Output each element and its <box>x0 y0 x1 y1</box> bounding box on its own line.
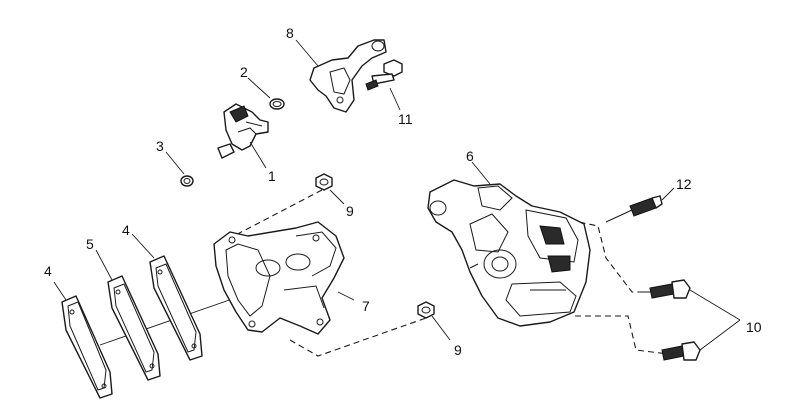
mounting-bolt <box>365 59 403 91</box>
gasket-inner <box>149 255 203 361</box>
o-ring-small <box>180 175 194 187</box>
throttle-body <box>427 179 591 327</box>
callout-4b: 4 <box>122 222 130 238</box>
sensor <box>605 195 663 223</box>
callout-5: 5 <box>86 236 94 252</box>
callout-10: 10 <box>746 319 762 335</box>
intake-manifold <box>213 221 345 335</box>
callout-12: 12 <box>676 176 692 192</box>
callout-labels: 1 2 3 4 5 4 6 7 8 9 9 10 11 12 <box>44 25 762 358</box>
spacer-gasket <box>107 275 161 381</box>
callout-9b: 9 <box>454 342 462 358</box>
fuel-injector <box>217 103 269 159</box>
leader-lines <box>53 39 741 351</box>
bolt-upper <box>640 279 691 299</box>
callout-3: 3 <box>156 138 164 154</box>
callout-2: 2 <box>240 64 248 80</box>
callout-9a: 9 <box>346 203 354 219</box>
callout-1: 1 <box>268 168 276 184</box>
callout-11: 11 <box>398 111 413 127</box>
o-ring <box>269 98 285 110</box>
bolt-lower <box>661 341 701 361</box>
gasket-outer <box>61 295 113 399</box>
nut-upper <box>315 173 333 191</box>
nut-lower <box>417 301 435 319</box>
callout-8: 8 <box>286 25 294 41</box>
callout-7: 7 <box>362 298 370 314</box>
callout-4a: 4 <box>44 263 52 279</box>
fuel-rail-bracket <box>309 39 387 113</box>
callout-6: 6 <box>466 148 474 164</box>
